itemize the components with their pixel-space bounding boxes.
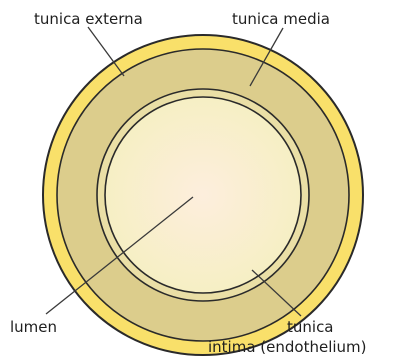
label-tunica-intima-line2: intima (endothelium) — [208, 338, 367, 356]
lumen-area — [105, 97, 301, 293]
label-tunica-externa: tunica externa — [34, 10, 143, 28]
label-tunica-media: tunica media — [232, 10, 330, 28]
label-lumen: lumen — [10, 318, 57, 336]
label-tunica-intima-line1: tunica — [287, 318, 334, 336]
